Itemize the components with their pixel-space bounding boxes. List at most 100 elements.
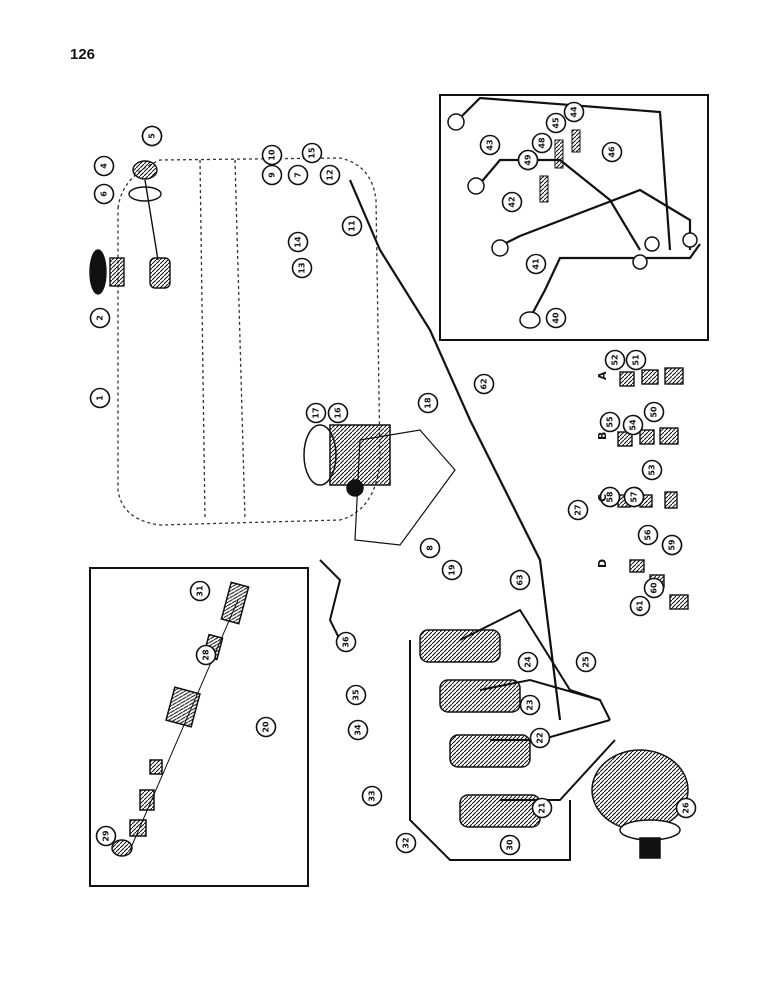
callout-labels: 1234567891011121314151617181920212223242… [89,101,697,856]
callout-10: 10 [261,144,283,166]
fuel-return-line [348,179,562,721]
svg-text:56: 56 [644,529,653,541]
callout-9: 9 [261,164,283,186]
svg-text:44: 44 [570,106,579,118]
svg-text:19: 19 [448,564,457,576]
svg-text:2: 2 [96,315,105,321]
callout-12: 12 [319,164,341,186]
svg-text:48: 48 [538,137,547,149]
callout-51: 51 [625,349,647,371]
callout-44: 44 [563,101,585,123]
callout-60: 60 [643,577,665,599]
svg-text:10: 10 [268,149,277,161]
callout-18: 18 [417,392,439,414]
svg-text:16: 16 [334,407,343,419]
injector-lines [319,559,616,861]
svg-text:27: 27 [574,504,583,515]
callout-25: 25 [575,651,597,673]
svg-text:34: 34 [354,724,363,736]
svg-text:5: 5 [148,133,157,139]
callout-62: 62 [473,373,495,395]
callout-30: 30 [499,834,521,856]
callout-28: 28 [195,644,217,666]
callout-41: 41 [525,253,547,275]
callout-42: 42 [501,191,523,213]
svg-text:46: 46 [608,146,617,158]
injector-lines-inset [439,94,709,341]
svg-text:51: 51 [632,354,641,366]
callout-63: 63 [509,569,531,591]
letter-C: C [596,494,609,502]
svg-text:20: 20 [262,721,271,733]
callout-4: 4 [93,155,115,177]
injection-pump [591,749,689,859]
svg-text:11: 11 [348,220,357,232]
fitting-groups [617,367,689,610]
letter-D: D [596,559,609,568]
svg-text:24: 24 [524,656,533,668]
svg-text:32: 32 [402,837,411,848]
svg-text:36: 36 [342,636,351,648]
svg-text:18: 18 [424,397,433,409]
svg-text:54: 54 [629,419,638,431]
svg-text:30: 30 [506,839,515,851]
svg-text:4: 4 [100,163,109,169]
tank-cap-assembly [89,160,171,295]
svg-text:45: 45 [552,117,561,129]
callout-53: 53 [641,459,663,481]
svg-text:58: 58 [606,491,615,503]
callout-19: 19 [441,559,463,581]
callout-14: 14 [287,231,309,253]
svg-text:22: 22 [536,732,545,743]
svg-text:1: 1 [96,395,105,401]
callout-31: 31 [189,580,211,602]
callout-17: 17 [305,402,327,424]
callout-26: 26 [675,797,697,819]
svg-text:53: 53 [648,464,657,475]
callout-52: 52 [604,349,626,371]
callout-1: 1 [89,387,111,409]
svg-text:59: 59 [668,539,677,551]
callout-24: 24 [517,651,539,673]
svg-text:23: 23 [526,699,535,710]
callout-61: 61 [629,595,651,617]
svg-text:63: 63 [516,574,525,585]
callout-21: 21 [531,797,553,819]
callout-55: 55 [599,411,621,433]
svg-text:9: 9 [268,172,277,178]
callout-46: 46 [601,141,623,163]
svg-text:26: 26 [682,802,691,814]
page-number: 126 [70,46,96,63]
svg-text:17: 17 [312,407,321,418]
svg-text:31: 31 [196,585,205,597]
callout-45: 45 [545,112,567,134]
callout-54: 54 [622,414,644,436]
callout-8: 8 [419,537,441,559]
callout-23: 23 [519,694,541,716]
callout-5: 5 [141,125,163,147]
callout-32: 32 [395,832,417,854]
injectors [419,629,541,828]
letter-B: B [596,432,609,440]
callout-27: 27 [567,499,589,521]
callout-13: 13 [291,257,313,279]
svg-text:21: 21 [538,802,547,814]
callout-43: 43 [479,134,501,156]
svg-text:61: 61 [636,600,645,612]
callout-20: 20 [255,716,277,738]
callout-29: 29 [95,825,117,847]
svg-text:60: 60 [650,582,659,594]
svg-text:6: 6 [100,191,109,197]
callout-33: 33 [361,785,383,807]
svg-text:14: 14 [294,236,303,248]
svg-text:7: 7 [294,172,303,178]
svg-text:62: 62 [480,378,489,389]
callout-2: 2 [89,307,111,329]
callout-35: 35 [345,684,367,706]
callout-15: 15 [301,142,323,164]
injector-exploded-inset [89,567,309,887]
svg-text:29: 29 [102,830,111,842]
svg-text:35: 35 [352,689,361,701]
svg-text:55: 55 [606,416,615,428]
